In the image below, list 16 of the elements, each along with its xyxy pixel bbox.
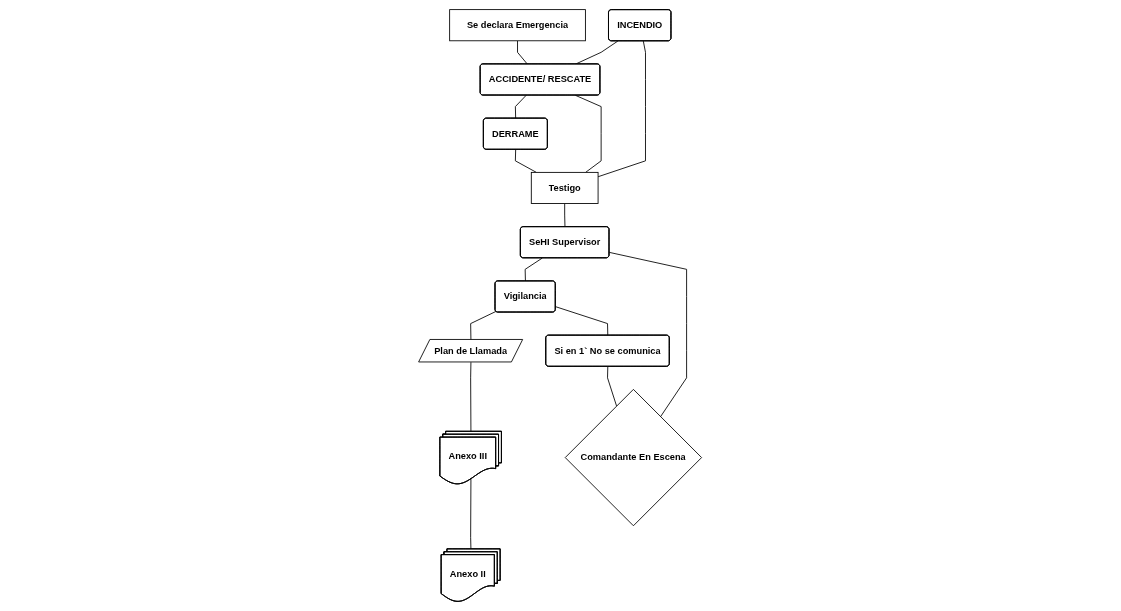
- node-box: Testigo: [531, 171, 599, 204]
- connector: [598, 40, 647, 178]
- connector: [470, 478, 472, 550]
- connector: [470, 361, 472, 433]
- connector: [515, 149, 538, 173]
- connector: [555, 306, 609, 336]
- connector: [607, 366, 618, 407]
- connector: [470, 310, 497, 341]
- connector: [609, 251, 688, 418]
- node-box: Se declara Emergencia: [449, 9, 587, 42]
- connector: [517, 40, 529, 65]
- connector: [525, 257, 544, 282]
- connector: [564, 203, 566, 228]
- connector: [515, 94, 527, 119]
- connector: [575, 94, 602, 173]
- node-diamond: Comandante En Escena: [565, 388, 703, 527]
